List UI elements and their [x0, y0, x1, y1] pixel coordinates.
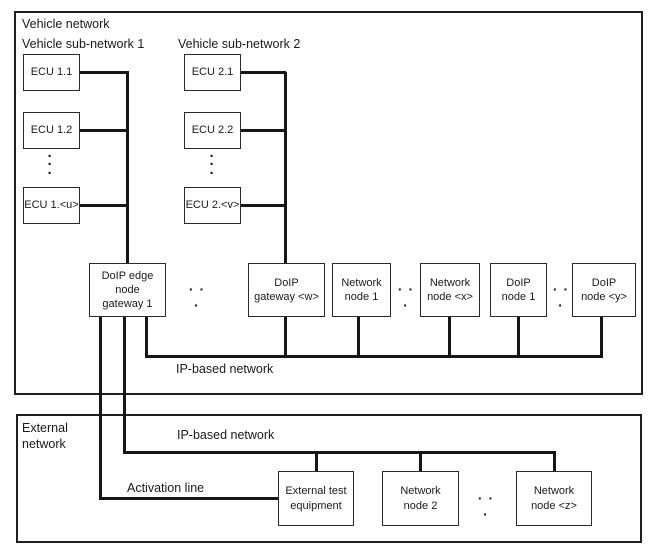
doip-gateway-w-drop-line [284, 317, 287, 358]
doip-gateway-w-box: DoIP gateway <w> [248, 263, 325, 317]
external-test-equipment-box: External test equipment [278, 471, 354, 526]
vehicle-network-title: Vehicle network [22, 17, 110, 31]
doip-node1-drop-line [517, 317, 520, 358]
ecu2v-connector-line [241, 204, 286, 207]
network-node1-drop-line [357, 317, 360, 358]
network-node-x-box: Network node <x> [420, 263, 480, 317]
activation-line-label: Activation line [127, 481, 205, 495]
doip-edge-gateway-box: DoIP edge node gateway 1 [89, 263, 166, 317]
test-equipment-drop-line [315, 454, 318, 472]
ecu-2-1-box: ECU 2.1 [184, 54, 241, 91]
doip-node-y-drop-line [600, 317, 603, 358]
network-node-x-drop-line [448, 317, 451, 358]
ecu-1-2-box: ECU 1.2 [23, 112, 80, 149]
network-node-1-box: Network node 1 [332, 263, 391, 317]
external-ip-bus-label: IP-based network [177, 428, 275, 442]
external-network-frame [16, 414, 642, 543]
subnet2-title: Vehicle sub-network 2 [178, 37, 301, 51]
network-node2-drop-line [419, 454, 422, 472]
gateway-row-ellipsis-icon-3: · · · [552, 281, 570, 313]
subnet2-ellipsis-vertical-icon: · · · [209, 148, 215, 182]
external-row-ellipsis-icon: · · · [477, 490, 495, 522]
edge-gateway-vehicle-ip-drop-line [145, 317, 148, 358]
subnet1-ellipsis-vertical-icon: · · · [47, 148, 53, 182]
edge-gateway-activation-drop-line [99, 317, 102, 500]
external-network-title: External network [22, 421, 68, 451]
doip-node-1-box: DoIP node 1 [490, 263, 547, 317]
gateway-row-ellipsis-icon-1: · · · [188, 281, 206, 313]
ecu-2-v-box: ECU 2.<v> [184, 187, 241, 224]
vehicle-network-frame [14, 11, 643, 395]
ecu-1-u-box: ECU 1.<u> [23, 187, 80, 224]
network-node-z-box: Network node <z> [516, 471, 592, 526]
activation-line [99, 497, 279, 500]
subnet2-bus-line [284, 72, 287, 263]
external-ip-bus-line [123, 451, 556, 454]
gateway-row-ellipsis-icon-2: · · · [397, 281, 415, 313]
ecu11-connector-line [80, 71, 128, 74]
subnet1-bus-line [126, 71, 129, 263]
subnet1-title: Vehicle sub-network 1 [22, 37, 145, 51]
doip-node-y-box: DoIP node <y> [572, 263, 636, 317]
network-node-z-drop-line [553, 451, 556, 472]
ecu-1-1-box: ECU 1.1 [23, 54, 80, 91]
ecu12-connector-line [80, 129, 128, 132]
vehicle-ip-bus-line [145, 355, 603, 358]
ecu22-connector-line [241, 129, 286, 132]
ecu-2-2-box: ECU 2.2 [184, 112, 241, 149]
ecu1u-connector-line [80, 204, 128, 207]
network-node-2-box: Network node 2 [382, 471, 459, 526]
ecu21-connector-line [241, 71, 286, 74]
edge-gateway-external-ip-drop-line [123, 317, 126, 454]
vehicle-ip-bus-label: IP-based network [176, 362, 274, 376]
